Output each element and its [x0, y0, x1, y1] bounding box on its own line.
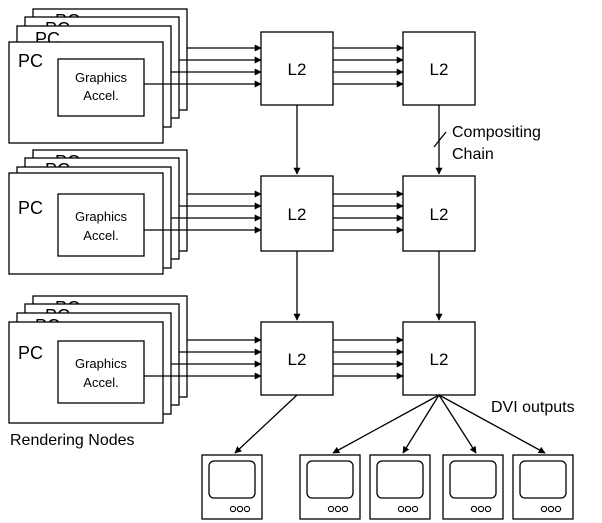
switch-l2: L2 [260, 321, 334, 396]
accel-label-line2: Accel. [83, 88, 118, 103]
monitor-icon [512, 454, 574, 520]
monitor-icon [201, 454, 263, 520]
links-row-2 [144, 190, 404, 234]
graphics-accelerator-box [57, 58, 145, 117]
links-row-3 [144, 336, 404, 380]
dvi-outputs-label: DVI outputs [491, 399, 575, 416]
pc-label: PC [18, 343, 43, 363]
render-node-group-3: PC PC PC PC Graphics Accel. [8, 295, 188, 424]
links-row-1 [144, 44, 404, 88]
switch-l2: L2 [402, 175, 476, 252]
render-node-group-2: PC PC PC PC Graphics Accel. [8, 149, 188, 275]
rendering-nodes-caption: Rendering Nodes [10, 432, 135, 449]
chain-label-line1: Compositing [452, 124, 541, 141]
chain-label-line2: Chain [452, 146, 494, 163]
vertical-chain-links [293, 105, 443, 321]
switch-label: L2 [288, 205, 307, 224]
monitor-icon [369, 454, 431, 520]
switch-l2: L2 [260, 31, 334, 106]
accel-label-line2: Accel. [83, 375, 118, 390]
accel-label-line1: Graphics [75, 70, 128, 85]
graphics-accelerator-box [57, 193, 145, 257]
monitor-icon [299, 454, 361, 520]
compositing-chain-annotation: Compositing Chain [433, 124, 541, 163]
switch-label: L2 [430, 60, 449, 79]
render-node-group-1: PC PC PC PC Graphics Accel. [8, 8, 188, 144]
pc-label: PC [18, 51, 43, 71]
switch-label: L2 [430, 350, 449, 369]
accel-label-line2: Accel. [83, 228, 118, 243]
switch-label: L2 [288, 350, 307, 369]
switch-l2: L2 [260, 175, 334, 252]
pc-label: PC [18, 198, 43, 218]
leader-line [433, 131, 447, 148]
accel-label-line1: Graphics [75, 209, 128, 224]
monitor-icon [442, 454, 504, 520]
switch-label: L2 [288, 60, 307, 79]
switch-l2: L2 [402, 321, 476, 396]
output-links [234, 394, 546, 454]
switch-label: L2 [430, 205, 449, 224]
graphics-accelerator-box [57, 340, 145, 404]
switch-l2: L2 [402, 31, 476, 106]
accel-label-line1: Graphics [75, 356, 128, 371]
